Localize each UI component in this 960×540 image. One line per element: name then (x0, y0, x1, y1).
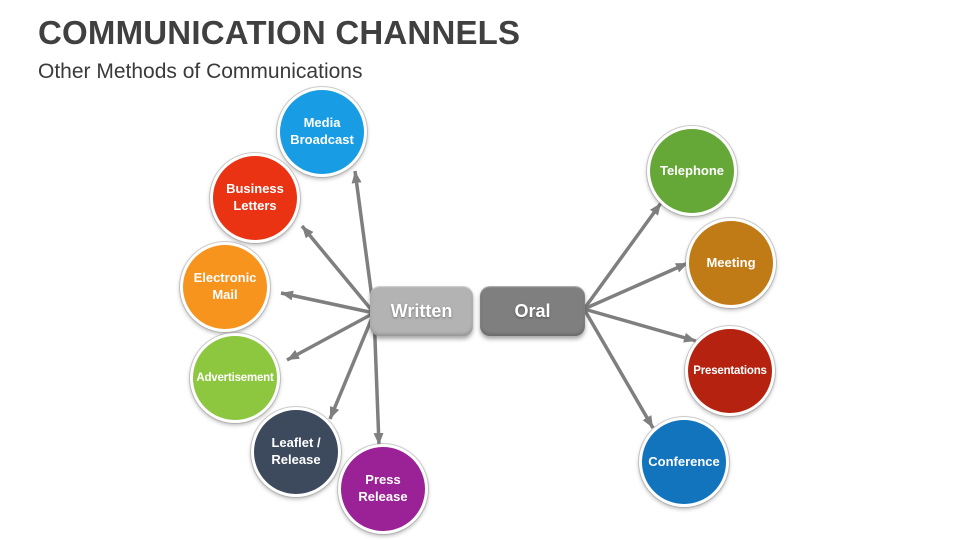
node-telephone-label: Telephone (659, 162, 725, 178)
node-presentations: Presentations (685, 326, 775, 416)
arrow-oral-meeting (583, 261, 689, 311)
node-conference-label: Conference (648, 453, 720, 469)
node-telephone: Telephone (647, 126, 737, 216)
node-conference: Conference (639, 417, 729, 507)
slide-subtitle: Other Methods of Communications (38, 60, 363, 83)
oral-hub: Oral (480, 286, 585, 336)
node-press-release: Press Release (338, 444, 428, 534)
arrow-oral-conference (582, 308, 655, 429)
node-electronic-mail: Electronic Mail (180, 242, 270, 332)
written-hub-label: Written (390, 300, 453, 321)
arrow-written-business-letters (300, 224, 376, 315)
arrow-written-leaflet-release (328, 312, 376, 420)
node-meeting: Meeting (686, 218, 776, 308)
slide-title: COMMUNICATION CHANNELS (38, 14, 521, 51)
node-media-broadcast: Media Broadcast (277, 87, 367, 177)
node-business-letters: Business Letters (210, 153, 300, 243)
arrow-oral-presentations (583, 307, 697, 343)
node-leaflet-release-label: Leaflet / Release (271, 435, 321, 467)
node-media-broadcast-label: Media Broadcast (290, 115, 354, 147)
arrow-oral-telephone (582, 201, 663, 311)
node-advertisement: Advertisement (190, 333, 280, 423)
arrow-written-advertisement (286, 311, 375, 362)
node-presentations-label: Presentations (693, 364, 767, 377)
node-business-letters-label: Business Letters (226, 181, 284, 213)
node-electronic-mail-label: Electronic Mail (193, 270, 257, 302)
written-hub: Written (370, 286, 473, 336)
node-press-release-label: Press Release (358, 472, 408, 504)
node-meeting-label: Meeting (706, 254, 756, 270)
arrow-written-electronic-mail (280, 290, 375, 315)
node-leaflet-release: Leaflet / Release (251, 407, 341, 497)
node-advertisement-label: Advertisement (196, 371, 274, 384)
oral-hub-label: Oral (514, 300, 551, 321)
